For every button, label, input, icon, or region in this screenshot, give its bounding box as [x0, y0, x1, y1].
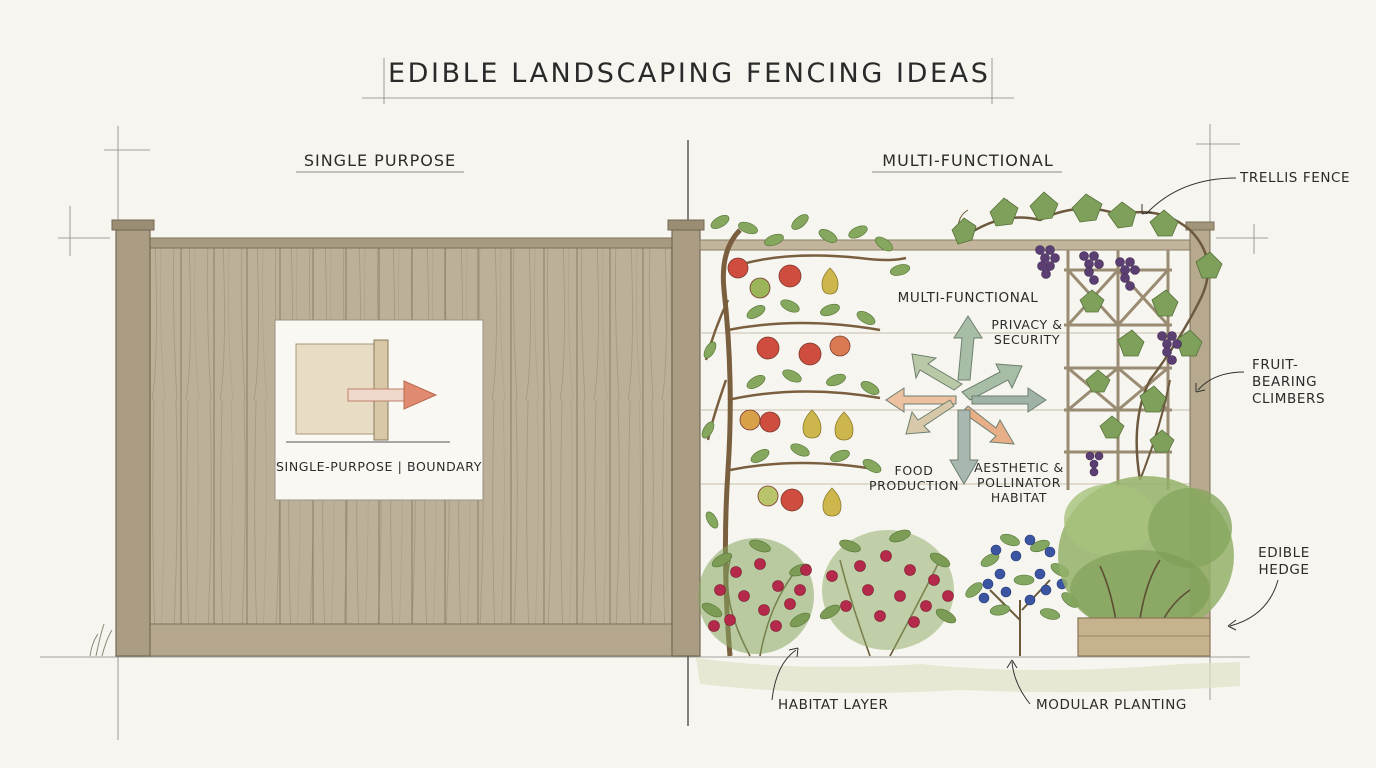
callout-edible-hedge: EDIBLE HEDGE — [1258, 545, 1310, 578]
callout-modular-planting: MODULAR PLANTING — [1036, 697, 1187, 713]
single-purpose-inset — [274, 319, 484, 501]
callout-fruit-bearing-climbers: FRUIT-BEARING CLIMBERS — [1252, 357, 1326, 407]
raspberry-bushes — [698, 529, 957, 657]
benefit-food-label: FOOD PRODUCTION — [868, 463, 960, 493]
callout-habitat-layer: HABITAT LAYER — [778, 697, 889, 713]
raised-planter-box — [1077, 617, 1211, 657]
inset-caption: SINGLE-PURPOSE | BOUNDARY — [276, 459, 482, 474]
right-panel-heading: MULTI-FUNCTIONAL — [882, 151, 1054, 170]
callout-leaders — [771, 177, 1279, 705]
center-label: MULTI-FUNCTIONAL — [897, 290, 1039, 306]
espalier-fruit-tree — [701, 214, 911, 657]
trellis-lattice — [1064, 250, 1172, 490]
benefit-privacy-label: PRIVACY & SECURITY — [991, 317, 1063, 347]
left-panel-heading: SINGLE PURPOSE — [303, 151, 457, 170]
blueberry-bush — [965, 533, 1079, 656]
callout-trellis-fence: TRELLIS FENCE — [1240, 170, 1351, 186]
grapevine — [951, 191, 1223, 481]
benefit-aesthetic-label: AESTHETIC & POLLINATOR HABITAT — [974, 460, 1064, 505]
benefit-arrows — [885, 315, 1047, 485]
page-title: EDIBLE LANDSCAPING FENCING IDEAS — [388, 58, 991, 89]
ground-wash — [696, 658, 1240, 693]
edible-hedge — [1058, 476, 1234, 657]
